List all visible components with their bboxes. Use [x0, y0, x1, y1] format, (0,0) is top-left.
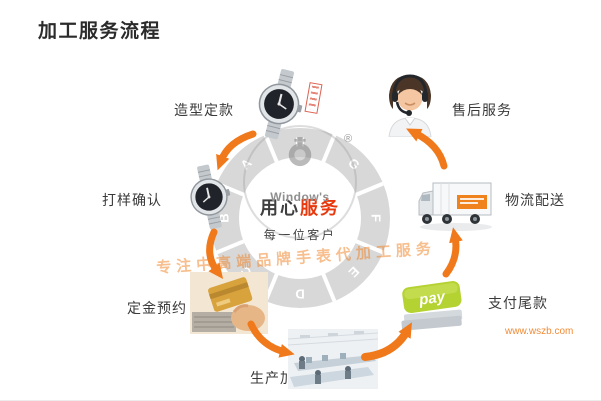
pay-button-text: pay: [417, 288, 447, 309]
center-subline: 每一位客户: [263, 227, 337, 242]
watermark-url: www.wszb.com: [505, 326, 574, 337]
production-workshop-photo: [288, 329, 378, 389]
watch-crown-icon: [285, 137, 315, 169]
center-headline-accent: 服务: [300, 197, 340, 218]
page-title: 加工服务流程: [38, 21, 162, 42]
step-label-design: 造型定款: [174, 102, 234, 118]
sample-watch-photo: [170, 158, 248, 236]
center-headline: 用心服务: [260, 194, 340, 220]
center-headline-prefix: 用心: [260, 197, 300, 218]
arrow-logistics-to-aftersales: [406, 128, 448, 170]
ring-letter: D: [295, 286, 305, 302]
watermark-brand: Window's: [270, 190, 330, 204]
center-badge: 用心服务 每一位客户: [242, 160, 358, 276]
step-label-payment: 支付尾款: [488, 295, 548, 311]
step-label-deposit: 定金预约: [127, 300, 187, 316]
arrow-payment-to-logistics: [442, 227, 463, 278]
step-label-logistics: 物流配送: [505, 192, 565, 208]
registered-mark: ®: [344, 133, 353, 145]
step-label-aftersales: 售后服务: [452, 102, 512, 118]
payment-pay-button-photo: pay: [396, 276, 470, 332]
design-watch-photo: [235, 60, 322, 147]
aftersales-agent-photo: [377, 71, 443, 137]
ring-letter: F: [368, 214, 384, 222]
logistics-truck-photo: [417, 177, 495, 233]
deposit-card-photo: [190, 272, 268, 334]
step-label-sample: 打样确认: [102, 192, 162, 208]
